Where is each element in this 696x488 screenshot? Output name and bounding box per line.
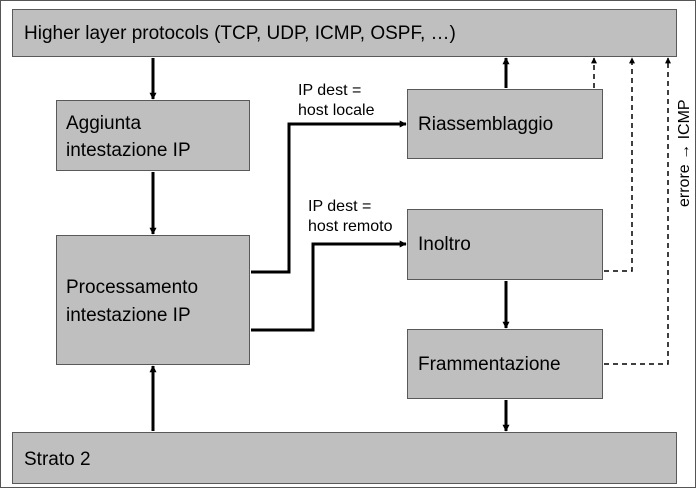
aggiunta-label-line1: Aggiunta [66, 113, 142, 134]
strato2-label: Strato 2 [24, 449, 91, 470]
inoltro-label: Inoltro [418, 234, 471, 255]
arrow-processamento-to-inoltro [251, 240, 407, 332]
inoltro-box: Inoltro [407, 209, 603, 280]
frammentazione-box: Frammentazione [407, 329, 603, 399]
error-icmp-label: errore → ICMP [676, 99, 693, 207]
strato2-box: Strato 2 [12, 432, 677, 484]
processamento-label-line1: Processamento [66, 277, 199, 298]
dashed-frammentazione-error [604, 57, 671, 365]
higher-layer-protocols-box: Higher layer protocols (TCP, UDP, ICMP, … [12, 9, 677, 57]
riassemblaggio-box: Riassemblaggio [407, 89, 603, 159]
frammentazione-label: Frammentazione [418, 354, 561, 375]
arrow-processamento-to-riassemblaggio [251, 120, 407, 274]
remote-host-label-line2: host remoto [308, 218, 393, 235]
local-host-label-line1: IP dest = [298, 82, 362, 99]
aggiunta-label-line2: intestazione IP [66, 140, 191, 161]
riassemblaggio-label: Riassemblaggio [418, 114, 554, 135]
higher-layer-protocols-label: Higher layer protocols (TCP, UDP, ICMP, … [24, 23, 456, 44]
local-host-label-line2: host locale [298, 102, 375, 119]
aggiunta-intestazione-box: Aggiunta intestazione IP [56, 100, 250, 171]
processamento-intestazione-box: Processamento intestazione IP [56, 235, 250, 365]
dashed-inoltro-error [604, 57, 635, 272]
remote-host-label-line1: IP dest = [308, 198, 372, 215]
processamento-label-line2: intestazione IP [66, 305, 191, 326]
